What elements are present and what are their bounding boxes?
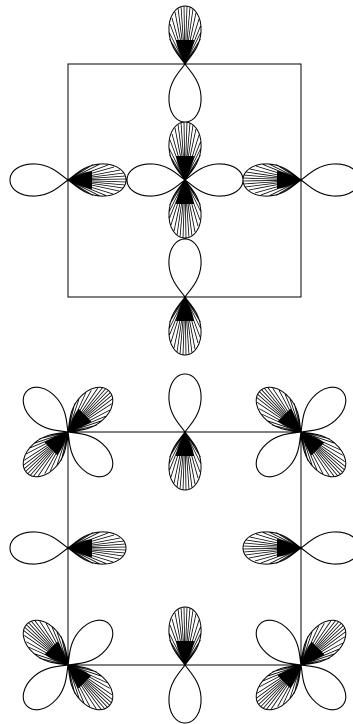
top-rightedge-orbital (243, 164, 353, 196)
top-diagram (10, 6, 353, 355)
bottom-diagram (10, 374, 353, 723)
bottom-rightedge-orbital (243, 532, 353, 564)
top-center-orbital (127, 122, 243, 238)
